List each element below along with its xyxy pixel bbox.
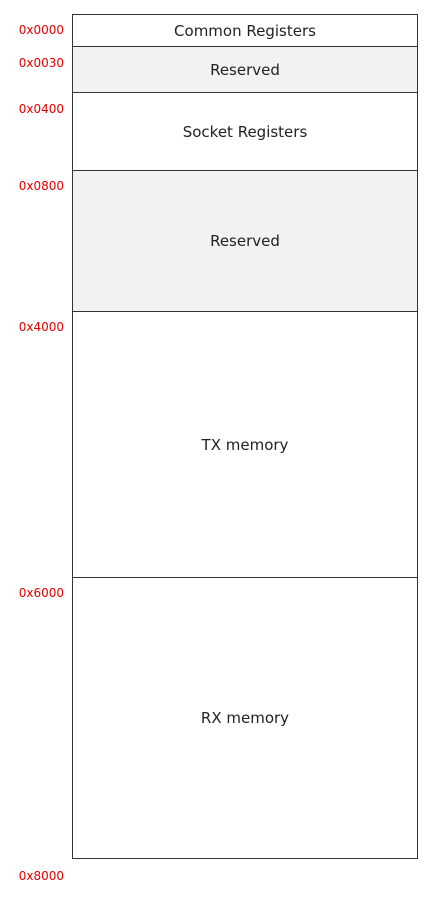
- address-label-0x0400: 0x0400: [18, 102, 64, 116]
- address-label-0x0800: 0x0800: [18, 179, 64, 193]
- address-label-0x6000: 0x6000: [18, 586, 64, 600]
- region-label: Common Registers: [174, 21, 316, 40]
- address-label-0x0000: 0x0000: [18, 23, 64, 37]
- region-tx-memory: TX memory: [72, 311, 418, 577]
- region-reserved-2: Reserved: [72, 170, 418, 311]
- region-rx-memory: RX memory: [72, 577, 418, 859]
- region-label: Reserved: [210, 232, 280, 250]
- region-label: TX memory: [201, 435, 289, 454]
- address-label-0x4000: 0x4000: [18, 320, 64, 334]
- region-reserved-1: Reserved: [72, 46, 418, 92]
- region-label: Reserved: [210, 60, 280, 79]
- region-label: Socket Registers: [182, 122, 308, 141]
- region-socket-registers: Socket Registers: [72, 92, 418, 170]
- region-label: RX memory: [200, 709, 290, 727]
- address-label-0x0030: 0x0030: [18, 56, 64, 70]
- address-label-end: 0x8000: [18, 869, 64, 883]
- region-common-registers: Common Registers: [72, 14, 418, 46]
